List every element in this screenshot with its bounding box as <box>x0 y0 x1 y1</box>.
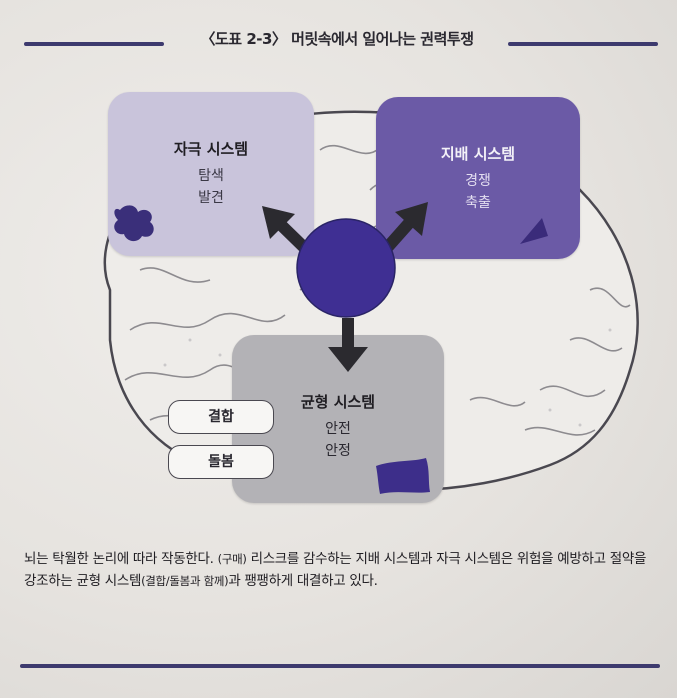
caption-part2: 리스크를 감수하는 지배 시스템과 자극 시스템은 위험을 예방하고 절약을 강… <box>24 551 647 589</box>
puzzle-piece-icon <box>114 205 154 242</box>
bottom-rule <box>20 664 660 668</box>
stimulus-system-title: 자극 시스템 <box>173 140 249 158</box>
pill-bonding: 결합 <box>168 400 274 434</box>
balance-item-1: 안전 <box>325 421 351 437</box>
figure-title: 〈도표 2-3〉 머릿속에서 일어나는 권력투쟁 <box>200 30 475 48</box>
caption-part3: 과 팽팽하게 대결하고 있다. <box>228 573 378 589</box>
title-rule-left <box>24 42 164 46</box>
caption-part2-small: (결합/돌봄과 함께) <box>141 574 229 588</box>
triangle-icon <box>520 218 548 244</box>
dominance-item-2: 축출 <box>465 195 491 211</box>
pill-caring: 돌봄 <box>168 445 274 479</box>
stimulus-item-1: 탐색 <box>198 168 224 184</box>
caption-part1: 뇌는 탁월한 논리에 따라 작동한다. <box>24 551 218 567</box>
figure-caption: 뇌는 탁월한 논리에 따라 작동한다. (구매) 리스크를 감수하는 지배 시스… <box>24 548 654 592</box>
dominance-item-1: 경쟁 <box>465 173 491 189</box>
balance-system-title: 균형 시스템 <box>300 393 376 411</box>
title-rule-right <box>508 42 658 46</box>
rectangle-icon <box>376 458 430 494</box>
stimulus-item-2: 발견 <box>198 190 224 206</box>
dominance-system-box: 지배 시스템 경쟁 축출 <box>376 97 580 259</box>
balance-item-2: 안정 <box>325 443 351 459</box>
caption-part1-small: (구매) <box>217 552 247 566</box>
arrow-down-icon <box>328 318 368 372</box>
dominance-system-title: 지배 시스템 <box>440 145 516 163</box>
center-circle <box>296 218 396 318</box>
